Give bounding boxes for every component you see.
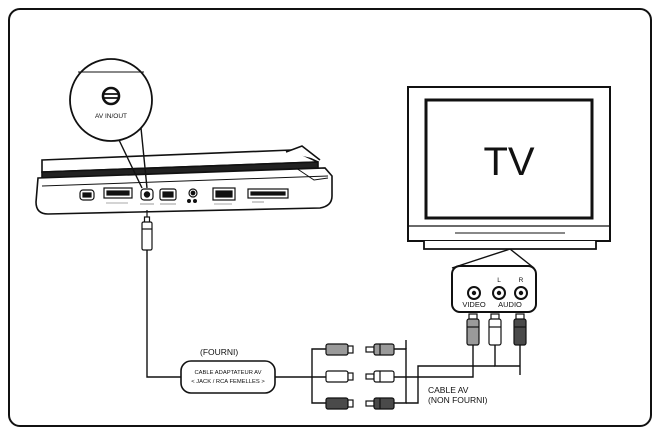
female-rca-mid <box>325 343 354 356</box>
adapter-supplied-label: (FOURNI) <box>200 347 238 357</box>
cable-wiring <box>146 250 520 404</box>
adapter-box: CABLE ADAPTATEUR AV < JACK / RCA FEMELLE… <box>180 360 276 394</box>
player-ports <box>79 187 289 205</box>
tv-plug-audio-l <box>488 313 502 346</box>
dc-port <box>212 187 236 201</box>
video-jack-icon <box>467 286 481 300</box>
audio-l-jack-icon <box>492 286 506 300</box>
female-rca-dark <box>325 397 354 410</box>
tv-plug-cables <box>472 345 521 375</box>
dvd-player <box>35 145 333 215</box>
adapter-line2: < JACK / RCA FEMELLES > <box>191 379 265 385</box>
adapter-female-rca <box>325 343 354 410</box>
av-cable-male-rca <box>365 343 395 410</box>
tv: TV <box>407 86 611 250</box>
headphone-port <box>159 188 177 201</box>
audio-l-label: L <box>497 277 501 284</box>
audio-r-jack-icon <box>514 286 528 300</box>
av-in-out-port <box>140 188 154 201</box>
tv-label: TV <box>483 140 534 184</box>
male-rca-dark <box>365 397 395 410</box>
usb-slot <box>103 187 133 199</box>
male-rca-mid <box>365 343 395 356</box>
tv-side-plugs <box>466 313 527 375</box>
female-rca-light <box>325 370 354 383</box>
power-port <box>79 189 95 201</box>
tv-input-panel: L R VIDEO AUDIO <box>451 265 537 313</box>
av-cable-line1: CABLE AV <box>428 385 469 395</box>
adapter-line1: CABLE ADAPTATEUR AV <box>194 370 261 376</box>
av-jack-magnified-icon <box>101 86 121 106</box>
port-captions <box>106 201 264 205</box>
tv-plug-video <box>466 313 480 346</box>
card-slot <box>247 188 289 199</box>
callout-label: AV IN/OUT <box>95 113 127 120</box>
audio-label: AUDIO <box>498 300 522 309</box>
tv-jack-connector <box>451 248 535 269</box>
av-jack-plug <box>141 210 153 251</box>
video-label: VIDEO <box>462 300 486 309</box>
audio-r-label: R <box>519 277 524 284</box>
av-cable-line2: (NON FOURNI) <box>428 395 488 405</box>
diagram-frame <box>8 8 652 427</box>
male-rca-light <box>365 370 395 383</box>
av-port-callout: AV IN/OUT <box>69 58 153 189</box>
tv-plug-audio-r <box>513 313 527 346</box>
coaxial-port <box>187 188 198 204</box>
